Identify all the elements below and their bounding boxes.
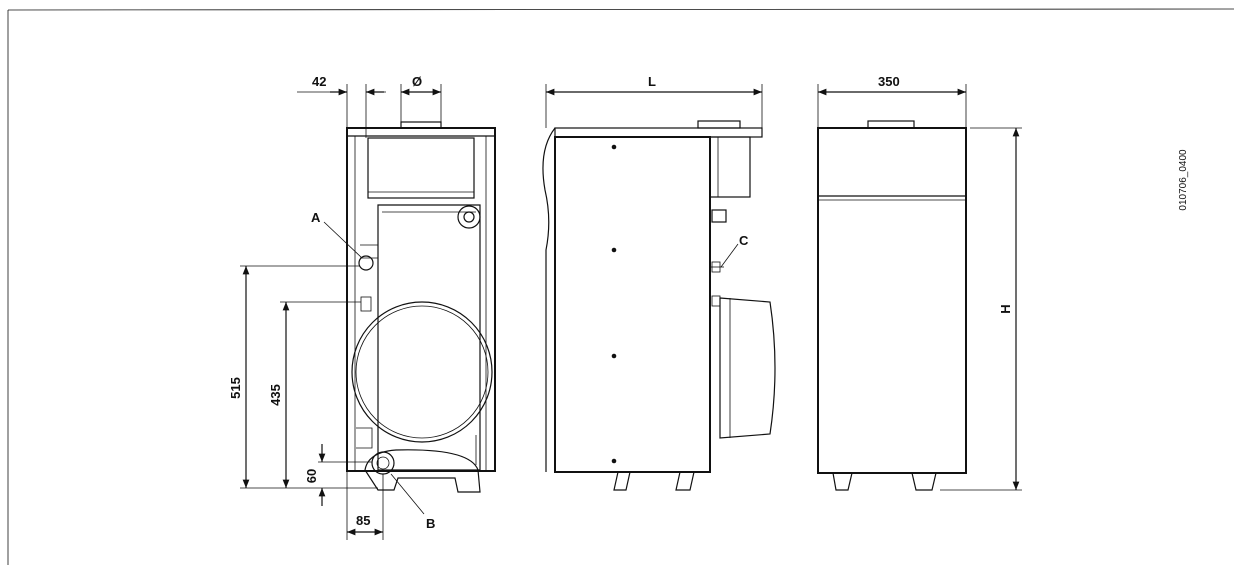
callout-c-label: C — [739, 233, 749, 248]
dim-435-label: 435 — [268, 384, 283, 406]
callout-b-label: B — [426, 516, 435, 531]
side-view-dimensions — [545, 84, 763, 128]
dim-height-label: H — [998, 304, 1013, 313]
front-view-dimensions — [240, 84, 442, 540]
dim-42-label: 42 — [312, 74, 326, 89]
front-view-open — [346, 121, 496, 493]
dim-515-label: 515 — [228, 377, 243, 399]
callout-a-label: A — [311, 210, 321, 225]
dim-85-label: 85 — [356, 513, 370, 528]
dim-diameter-label: Ø — [412, 74, 422, 89]
drawing-frame — [7, 8, 1234, 565]
dim-60-label: 60 — [304, 469, 319, 483]
closed-view-dimensions — [817, 84, 1022, 491]
front-view-closed — [817, 120, 967, 491]
dim-350-label: 350 — [878, 74, 900, 89]
drawing-code-label: 010706_0400 — [1178, 149, 1189, 211]
side-view — [542, 120, 776, 491]
dim-length-label: L — [648, 74, 656, 89]
